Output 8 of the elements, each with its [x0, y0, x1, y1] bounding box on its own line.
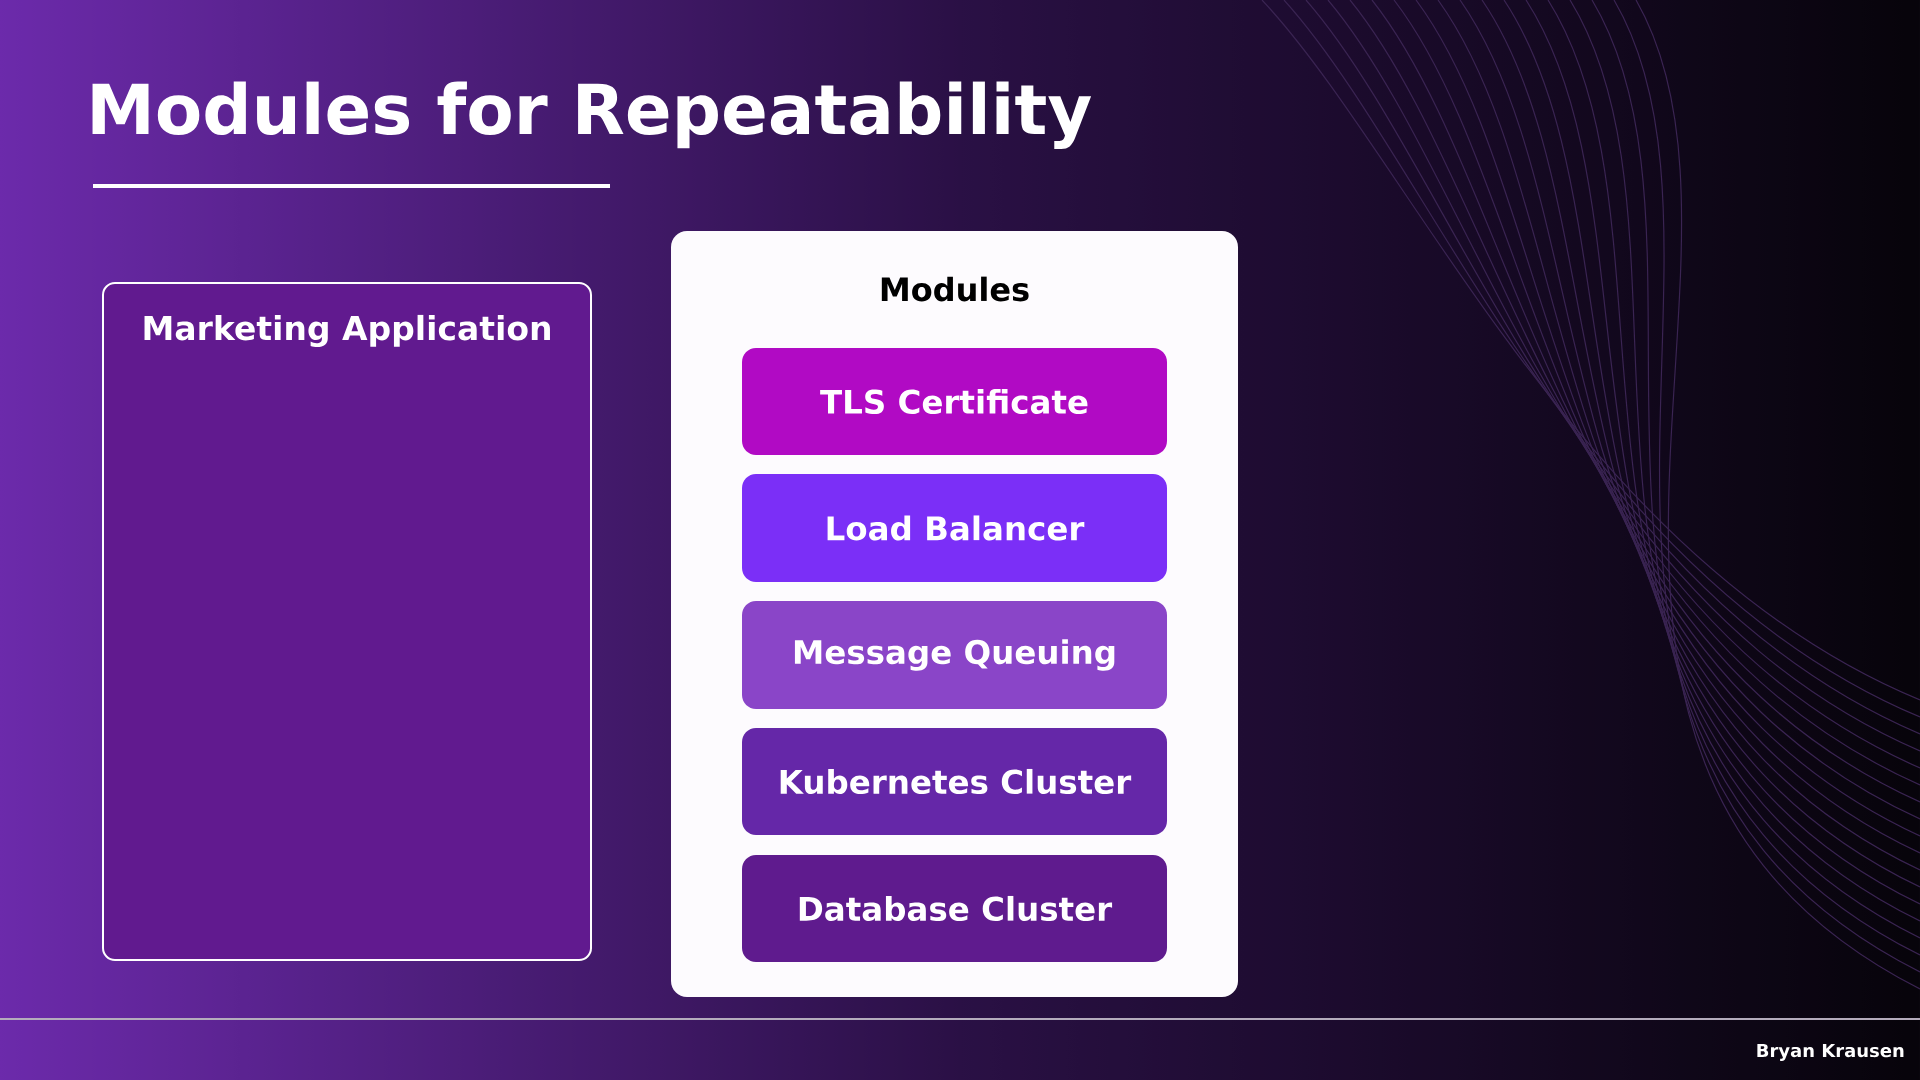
module-box: Message Queuing [742, 601, 1167, 709]
module-box: Kubernetes Cluster [742, 728, 1167, 835]
title: Modules for Repeatability [92, 81, 1092, 149]
module-box: TLS Certificate [742, 348, 1167, 455]
module-box: Database Cluster [742, 855, 1167, 962]
author-name: Bryan Krausen [1757, 1043, 1904, 1061]
application-box: Marketing Application [102, 282, 592, 961]
module-box: Load Balancer [742, 474, 1167, 582]
